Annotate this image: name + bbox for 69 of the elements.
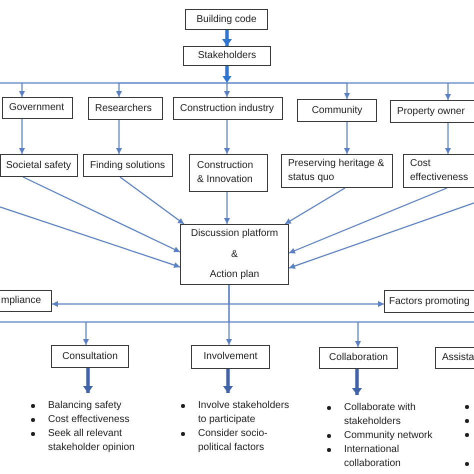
arrow: [224, 83, 230, 97]
bullet-text: Collaborate with stakeholders: [344, 401, 417, 429]
bullet-text: Involve stakeholders to participate: [198, 399, 290, 427]
label-text: Stakeholders: [198, 49, 256, 63]
arrow: [19, 119, 25, 154]
arrow: [352, 369, 362, 395]
process-box: [2, 97, 73, 119]
label-text: Factors promoting: [389, 294, 470, 308]
process-box: [88, 97, 163, 120]
label-text: Societal safety: [6, 158, 72, 172]
arrow: [116, 82, 227, 97]
process-box: [180, 224, 289, 285]
process-box: [403, 154, 474, 188]
arrow: [83, 368, 93, 393]
label-text: Consultation: [62, 350, 118, 364]
label-text: Action plan: [210, 268, 260, 282]
label-text: Involvement: [204, 350, 258, 364]
arrow: [224, 120, 230, 154]
arrow: [222, 30, 232, 46]
process-box: [0, 154, 78, 177]
process-box: [435, 347, 474, 369]
label-text: Researchers: [95, 102, 152, 116]
label-text: Community: [312, 104, 362, 118]
arrow: [223, 369, 233, 393]
arrow: [344, 122, 350, 154]
process-box: [390, 100, 474, 123]
label-text: mpliance: [1, 294, 42, 308]
arrow: [445, 123, 451, 154]
process-box: [83, 154, 173, 177]
arrow: [288, 202, 474, 269]
label-text: Construction industry: [180, 102, 274, 116]
label-text: Discussion platform: [190, 227, 278, 241]
label-text: Cost effectiveness: [410, 157, 470, 185]
arrow: [226, 82, 474, 101]
arrow: [284, 187, 346, 225]
bullet-text: Seek all relevant stakeholder opinion: [48, 427, 136, 455]
bullet-text: Balancing safety: [48, 399, 122, 413]
arrow: [0, 206, 180, 268]
arrow: [288, 187, 448, 254]
arrow: [116, 120, 122, 154]
process-box: [173, 97, 283, 120]
process-box: [0, 290, 52, 312]
label-text: Finding solutions: [90, 158, 166, 172]
arrow: [222, 66, 232, 83]
process-box: [281, 154, 393, 188]
arrow: [228, 284, 474, 348]
label-text: Construction & Innovation: [197, 159, 254, 187]
process-box: [185, 9, 268, 30]
label-text: &: [231, 248, 238, 262]
label-text: Assista: [442, 351, 474, 365]
process-box: [191, 345, 270, 369]
label-text: Government: [9, 101, 64, 115]
bullet-text: Consider socio-political factors: [198, 427, 268, 455]
label-text: Preserving heritage & status quo: [288, 157, 386, 185]
bullet-text: International collaboration: [344, 443, 402, 471]
process-box: [189, 154, 268, 192]
bullet-text: Cost effectiveness: [48, 413, 131, 427]
process-box: [51, 345, 129, 368]
label-text: Building code: [196, 12, 257, 26]
arrow: [120, 176, 184, 224]
process-box: [319, 347, 398, 369]
arrow: [224, 192, 230, 224]
process-box: [297, 99, 377, 122]
bullet-text: Community network: [344, 429, 434, 443]
label-text: Collaboration: [329, 351, 388, 365]
label-text: Property owner: [397, 104, 465, 118]
process-box: [183, 46, 271, 66]
process-box: [384, 290, 474, 313]
arrow: [22, 176, 180, 253]
